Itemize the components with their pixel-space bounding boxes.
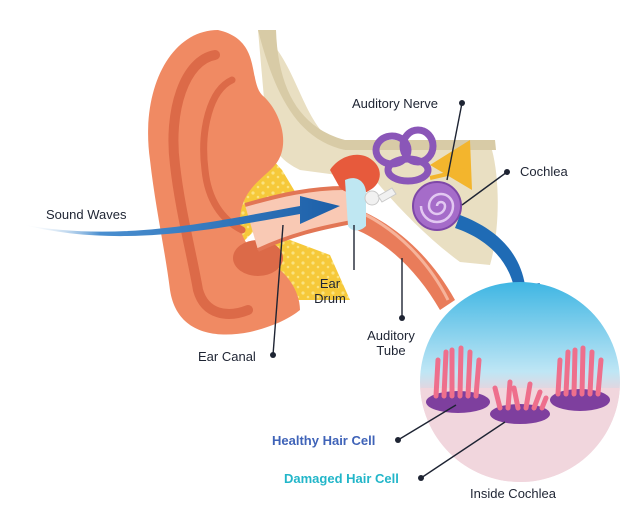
- auditory-tube-label-line1: Auditory: [356, 328, 426, 343]
- cochlea-label: Cochlea: [520, 164, 568, 179]
- sound-waves-label: Sound Waves: [46, 207, 126, 222]
- healthy-hair-cell-label: Healthy Hair Cell: [272, 433, 375, 448]
- auditory-tube-label: Auditory Tube: [356, 328, 426, 358]
- inside-cochlea-view: [410, 282, 630, 498]
- auditory-nerve-label: Auditory Nerve: [352, 96, 438, 111]
- ear-canal-label: Ear Canal: [198, 349, 256, 364]
- damaged-hair-cell-label: Damaged Hair Cell: [284, 471, 399, 486]
- ear-drum-label: Ear Drum: [310, 276, 350, 306]
- ear-drum-label-line2: Drum: [310, 291, 350, 306]
- ear-drum-label-line1: Ear: [310, 276, 350, 291]
- inside-cochlea-label: Inside Cochlea: [470, 486, 556, 501]
- auditory-tube-label-line2: Tube: [356, 343, 426, 358]
